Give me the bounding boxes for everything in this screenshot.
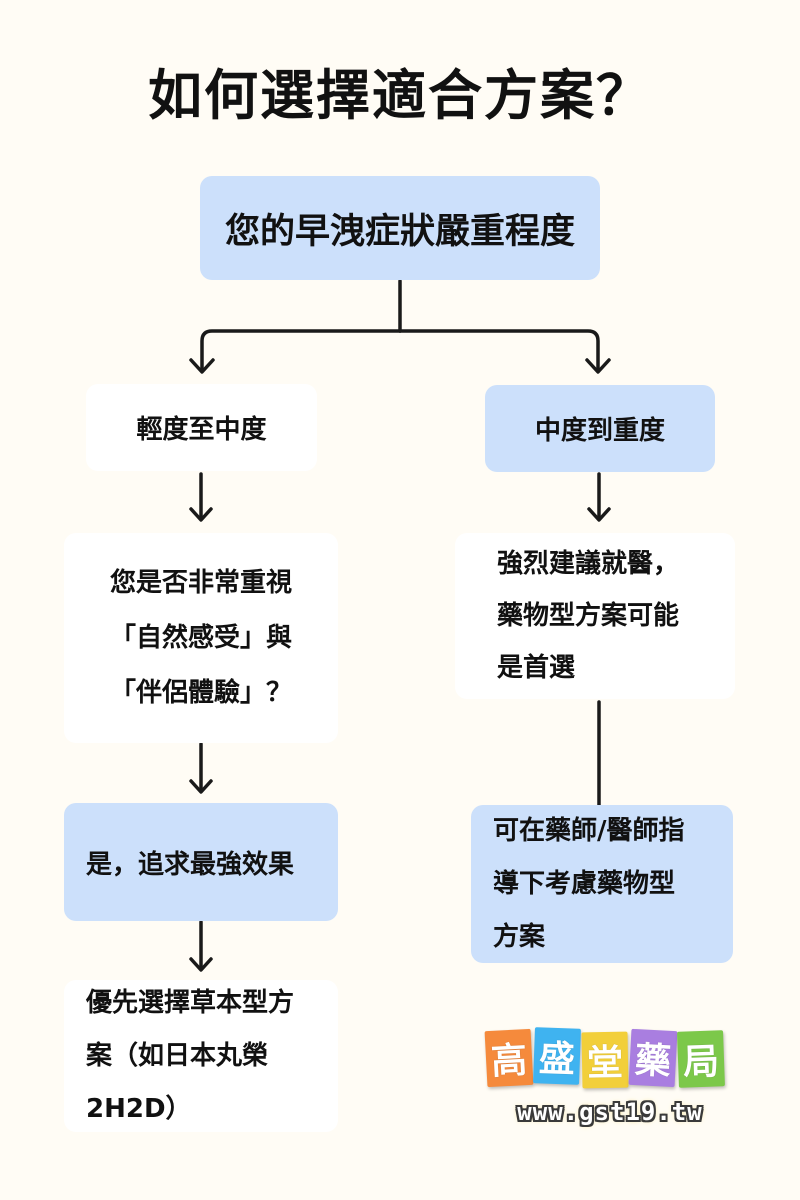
node-mild-to-moderate-label: 輕度至中度 (136, 415, 267, 445)
text-line: 強烈建議就醫， (497, 549, 680, 579)
node-severity-question-label: 您的早洩症狀嚴重程度 (224, 211, 575, 252)
logo-url: www.gst19.tw (517, 1098, 703, 1126)
node-mild-to-moderate: 輕度至中度 (86, 384, 317, 471)
node-natural-feeling-question-text: 您是否非常重視 「自然感受」與 「伴侶體驗」？ (64, 556, 338, 721)
arrow-mild-question-head (189, 507, 213, 522)
node-seek-medical-advice: 強烈建議就醫， 藥物型方案可能 是首選 (455, 533, 735, 699)
page-title: 如何選擇適合方案？ (148, 64, 652, 127)
node-severity-question: 您的早洩症狀嚴重程度 (200, 176, 600, 280)
logo-tile: 局 (677, 1030, 725, 1088)
text-line: 是首選 (497, 653, 576, 683)
logo-tile: 高 (484, 1028, 534, 1088)
logo-tile: 藥 (628, 1028, 678, 1088)
arrow-yes-herbal-head (189, 957, 213, 972)
arrowhead-left (189, 358, 215, 374)
node-yes-strongest-effect-label: 是，追求最強效果 (86, 849, 295, 880)
text-line: 「自然感受」與 (109, 622, 292, 653)
logo-tile: 堂 (581, 1031, 629, 1089)
text-line: 優先選擇草本型方 (86, 987, 295, 1018)
text-line: 方案 (493, 921, 546, 952)
node-moderate-to-severe: 中度到重度 (485, 385, 715, 472)
node-pharmacist-guidance: 可在藥師/醫師指 導下考慮藥物型 方案 (471, 805, 733, 963)
node-natural-feeling-question: 您是否非常重視 「自然感受」與 「伴侶體驗」？ (64, 533, 338, 743)
arrow-question-yes-head (189, 779, 213, 794)
text-line: 藥物型方案可能 (497, 601, 680, 631)
text-line: 您是否非常重視 (109, 567, 292, 598)
node-moderate-to-severe-label: 中度到重度 (534, 416, 665, 446)
pharmacy-logo: 高 盛 堂 藥 局 www.gst19.tw (480, 1027, 740, 1140)
node-pharmacist-guidance-text: 可在藥師/醫師指 導下考慮藥物型 方案 (493, 805, 733, 964)
text-line: 可在藥師/醫師指 (493, 815, 685, 846)
text-line: 2H2D） (86, 1093, 192, 1124)
text-line: 「伴侶體驗」？ (109, 677, 292, 708)
logo-tile: 盛 (533, 1027, 581, 1085)
arrow-severe-doctor-head (587, 507, 611, 522)
arrowhead-right (585, 358, 611, 374)
node-herbal-preferred: 優先選擇草本型方 案（如日本丸榮 2H2D） (64, 980, 338, 1132)
node-herbal-preferred-text: 優先選擇草本型方 案（如日本丸榮 2H2D） (86, 977, 338, 1136)
text-line: 導下考慮藥物型 (493, 868, 676, 899)
node-seek-medical-advice-text: 強烈建議就醫， 藥物型方案可能 是首選 (497, 538, 735, 694)
logo-tiles: 高 盛 堂 藥 局 (480, 1027, 740, 1089)
text-line: 案（如日本丸榮 (86, 1040, 269, 1071)
branch-line (200, 329, 402, 372)
node-yes-strongest-effect: 是，追求最強效果 (64, 803, 338, 921)
branch-line-right (398, 329, 600, 372)
